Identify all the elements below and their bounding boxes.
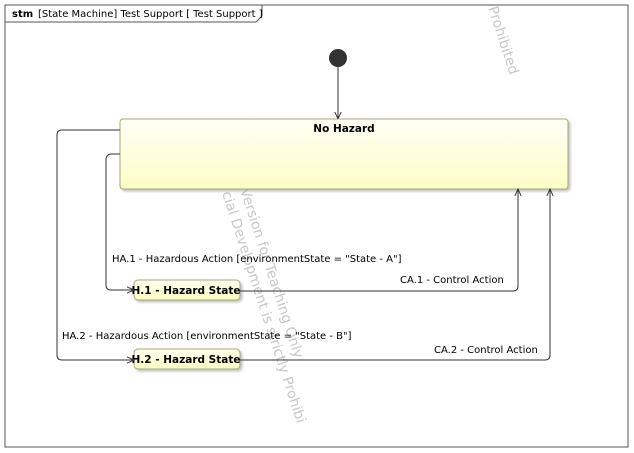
watermark-text-1: Prohibited [484, 4, 521, 76]
state-h2-label: H.2 - Hazard State [132, 354, 241, 366]
transition-ca1-label: CA.1 - Control Action [400, 275, 504, 286]
diagram-kind-label: stm [12, 9, 33, 20]
state-h1[interactable]: H.1 - Hazard State [132, 279, 241, 301]
transition-ha1-label: HA.1 - Hazardous Action [environmentStat… [112, 254, 402, 265]
state-no-hazard-label: No Hazard [313, 123, 374, 135]
diagram-frame: stm [State Machine] Test Support [ Test … [4, 4, 629, 448]
state-h2[interactable]: H.2 - Hazard State [132, 348, 241, 370]
transition-ha2[interactable] [56, 129, 134, 360]
state-no-hazard[interactable]: No Hazard [119, 118, 569, 190]
diagram-title: [State Machine] Test Support [ Test Supp… [38, 9, 263, 20]
transition-ca1[interactable] [240, 189, 518, 292]
transition-ca2-label: CA.2 - Control Action [434, 345, 538, 356]
transition-ha1[interactable] [105, 153, 134, 290]
transition-ca2[interactable] [240, 189, 550, 361]
state-h1-label: H.1 - Hazard State [132, 285, 241, 297]
transition-ha2-label: HA.2 - Hazardous Action [environmentStat… [62, 331, 352, 342]
initial-pseudostate[interactable] [329, 49, 347, 67]
